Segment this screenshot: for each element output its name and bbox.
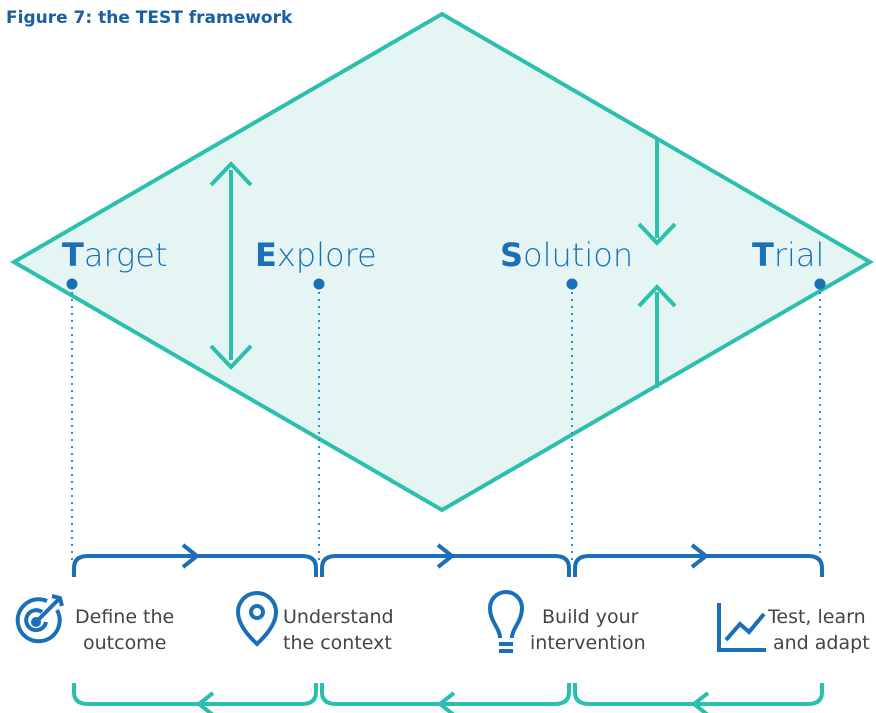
target-icon	[15, 594, 64, 644]
marker-dot	[313, 278, 325, 290]
phase-initial: T	[62, 236, 84, 274]
phase-rest: olution	[523, 236, 634, 274]
phase-rest: rial	[773, 236, 825, 274]
step-test-learn-adapt: Test, learn and adapt	[768, 604, 870, 656]
phase-target: Target	[62, 236, 167, 274]
step-define-outcome: Define the outcome	[75, 604, 174, 656]
step-line2: the context	[283, 632, 392, 654]
forward-brackets	[72, 543, 824, 577]
arrow-right-icon	[436, 543, 456, 569]
phase-initial: E	[255, 236, 277, 274]
step-line2: intervention	[530, 632, 646, 654]
backward-brackets	[72, 683, 824, 713]
double-arrow-icon	[209, 161, 253, 370]
arrow-left-icon	[436, 691, 456, 713]
backward-bracket	[320, 683, 571, 706]
phase-initial: S	[500, 236, 524, 274]
arrow-right-icon	[690, 543, 710, 569]
phase-solution: Solution	[500, 236, 633, 274]
forward-bracket	[573, 554, 824, 577]
lightbulb-icon	[487, 590, 525, 653]
arrow-left-icon	[690, 691, 710, 713]
phase-markers	[66, 278, 826, 562]
phase-trial: Trial	[752, 236, 824, 274]
line-chart-icon	[717, 603, 766, 652]
step-understand-context: Understand the context	[283, 604, 394, 656]
step-line1: Understand	[283, 606, 394, 628]
backward-bracket	[573, 683, 824, 706]
phase-rest: arget	[83, 236, 168, 274]
phase-rest: xplore	[276, 236, 377, 274]
converging-arrows-icon	[637, 140, 677, 388]
step-build-intervention: Build your intervention	[530, 604, 646, 656]
step-line2: and adapt	[773, 632, 870, 654]
phase-initial: T	[752, 236, 774, 274]
step-line1: Define the	[75, 606, 175, 628]
step-line1: Build your	[542, 606, 639, 628]
forward-bracket	[320, 554, 571, 577]
location-pin-icon	[235, 591, 279, 647]
phase-explore: Explore	[255, 236, 377, 274]
arrow-right-icon	[181, 543, 201, 569]
backward-bracket	[72, 683, 318, 706]
marker-dot	[566, 278, 578, 290]
figure-title: Figure 7: the TEST framework	[6, 8, 293, 28]
marker-dot	[66, 278, 78, 290]
step-line1: Test, learn	[768, 606, 866, 628]
step-line2: outcome	[83, 632, 167, 654]
marker-dot	[814, 278, 826, 290]
arrow-left-icon	[195, 691, 215, 713]
